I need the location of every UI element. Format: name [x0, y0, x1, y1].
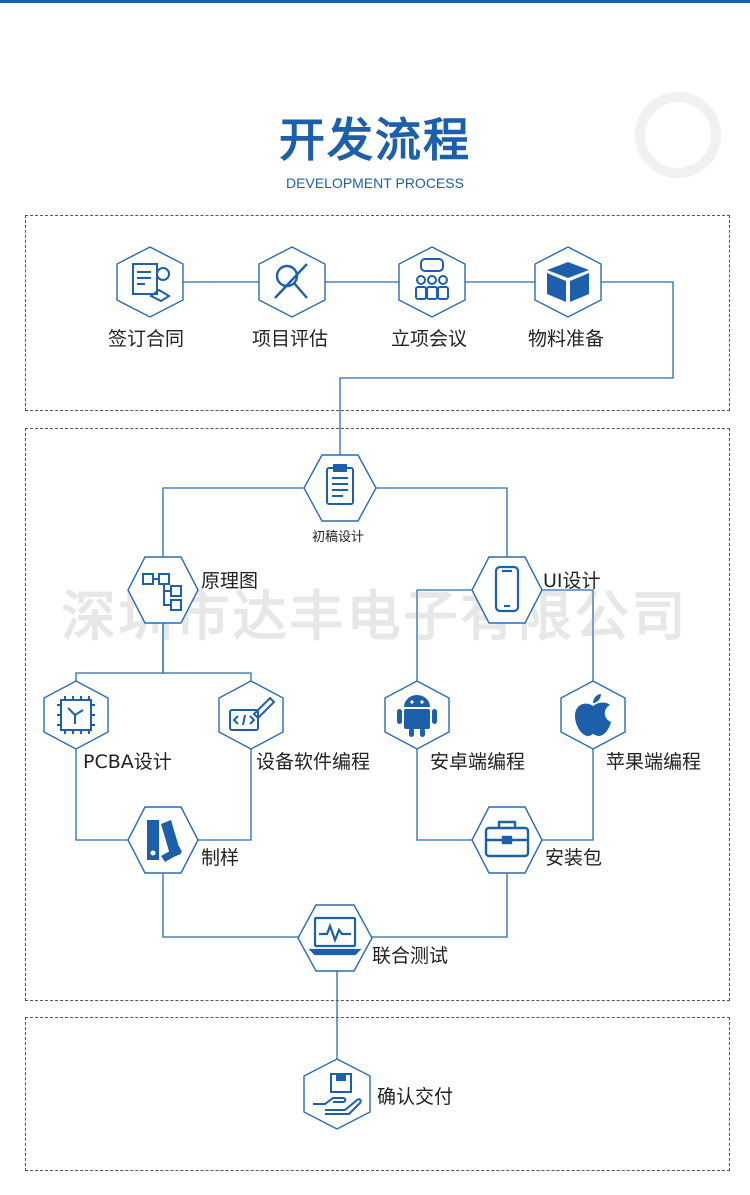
android-icon [384, 680, 450, 750]
monitor-pulse-icon [297, 904, 373, 972]
smartphone-icon [471, 556, 543, 624]
chip-icon [43, 680, 109, 750]
step-label-materials: 物料准备 [528, 328, 605, 350]
top-border [0, 0, 750, 3]
stage-panel-development [25, 428, 730, 1001]
briefcase-icon [471, 806, 543, 874]
step-label-meeting: 立项会议 [391, 328, 468, 350]
step-label-ios: 苹果端编程 [606, 751, 702, 773]
contract-signing-icon [116, 246, 184, 318]
code-edit-icon [218, 680, 284, 750]
step-label-pcba: PCBA设计 [83, 751, 172, 773]
page-subtitle: DEVELOPMENT PROCESS [286, 175, 464, 191]
apple-icon [560, 680, 626, 750]
step-label-evaluation: 项目评估 [252, 328, 329, 350]
evaluation-magnifier-icon [258, 246, 326, 318]
step-label-package: 安装包 [545, 847, 603, 869]
step-label-sample: 制样 [201, 847, 240, 869]
meeting-group-icon [398, 246, 466, 318]
page-title: 开发流程 [279, 113, 471, 167]
stage-panel-delivery [25, 1017, 730, 1171]
material-box-icon [534, 246, 602, 318]
hand-box-icon [303, 1058, 371, 1130]
schematic-tree-icon [127, 556, 199, 624]
watermark-text: 深圳市达丰电子有限公司 [61, 585, 689, 648]
step-label-test: 联合测试 [372, 945, 449, 967]
step-label-delivery: 确认交付 [377, 1086, 454, 1108]
color-swatch-icon [127, 806, 199, 874]
step-label-contract: 签订合同 [108, 328, 185, 350]
step-label-ui: UI设计 [543, 570, 601, 592]
step-label-schematic: 原理图 [201, 570, 259, 592]
clipboard-icon [303, 454, 377, 522]
step-label-firmware: 设备软件编程 [256, 751, 371, 773]
step-label-android: 安卓端编程 [430, 751, 526, 773]
stage-panel-preparation [25, 215, 730, 411]
step-label-draft: 初稿设计 [312, 530, 365, 545]
